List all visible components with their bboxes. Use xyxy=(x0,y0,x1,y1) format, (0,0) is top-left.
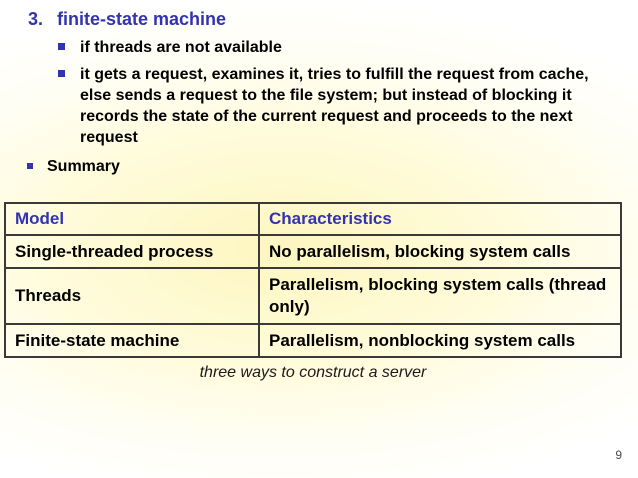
table-row: Finite-state machine Parallelism, nonblo… xyxy=(4,323,622,358)
bullet-text: it gets a request, examines it, tries to… xyxy=(80,66,589,146)
bullet-list: if threads are not available it gets a r… xyxy=(58,37,603,154)
cell-model: Finite-state machine xyxy=(4,323,260,358)
table-row: Threads Parallelism, blocking system cal… xyxy=(4,267,622,325)
cell-characteristics: Parallelism, nonblocking system calls xyxy=(258,323,622,358)
table-row: Single-threaded process No parallelism, … xyxy=(4,234,622,269)
title-number: 3. xyxy=(28,9,44,29)
list-item: it gets a request, examines it, tries to… xyxy=(58,64,603,148)
bullet-square-icon xyxy=(58,43,65,50)
summary-label: Summary xyxy=(47,158,120,175)
table-header-row: Model Characteristics xyxy=(4,202,622,236)
bullet-text: if threads are not available xyxy=(80,39,282,56)
bullet-square-icon xyxy=(27,163,33,169)
title-text: finite-state machine xyxy=(57,9,227,29)
column-header-characteristics: Characteristics xyxy=(258,202,622,236)
slide-title: 3. finite-state machine xyxy=(28,9,226,30)
list-item: if threads are not available xyxy=(58,37,603,58)
summary-table: Model Characteristics Single-threaded pr… xyxy=(4,202,622,358)
cell-model: Single-threaded process xyxy=(4,234,260,269)
table-caption: three ways to construct a server xyxy=(199,364,427,381)
bullet-square-icon xyxy=(58,70,65,77)
column-header-model: Model xyxy=(4,202,260,236)
summary-bullet-item: Summary xyxy=(27,156,120,177)
cell-characteristics: No parallelism, blocking system calls xyxy=(258,234,622,269)
cell-characteristics: Parallelism, blocking system calls (thre… xyxy=(258,267,622,325)
cell-model: Threads xyxy=(4,267,260,325)
page-number: 9 xyxy=(615,448,622,462)
